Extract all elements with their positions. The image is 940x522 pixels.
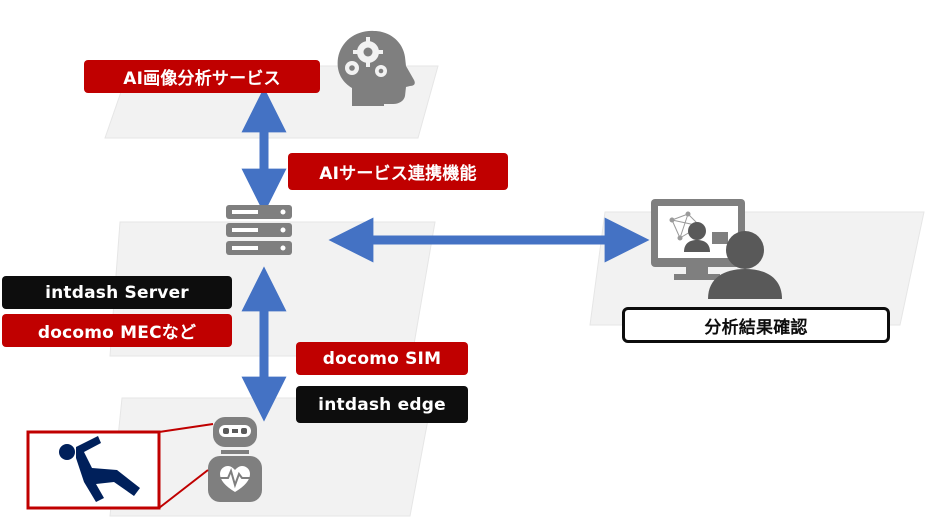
result-check-label: 分析結果確認 (622, 307, 890, 343)
robot-heart-icon (208, 417, 262, 502)
intdash-edge-label: intdash edge (296, 386, 468, 423)
ai-image-analysis-service-label: AI画像分析サービス (84, 60, 320, 93)
docomo-sim-label: docomo SIM (296, 342, 468, 375)
person-falling-icon (59, 436, 140, 502)
monitor-user-icon (651, 199, 782, 299)
server-stack-icon (226, 205, 292, 255)
brain-gear-icon (337, 30, 415, 106)
docomo-mec-label: docomo MECなど (2, 314, 232, 347)
ai-service-link-label: AIサービス連携機能 (288, 153, 508, 190)
intdash-server-label: intdash Server (2, 276, 232, 309)
